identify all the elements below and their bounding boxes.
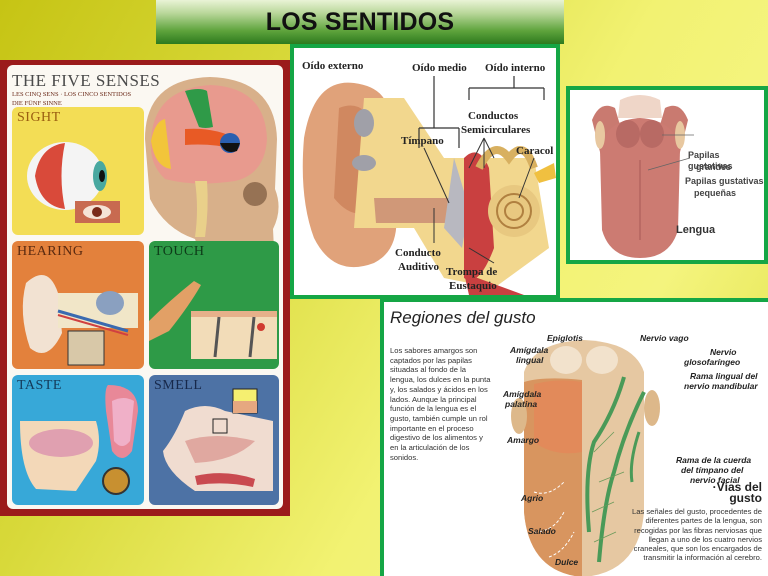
panel-hearing: HEARING (12, 241, 144, 369)
poster-subtitle-2: DIE FÜNF SINNE (12, 100, 62, 107)
tongue-regions-illustration (511, 340, 660, 576)
label-chorda-2: del tímpano del (681, 465, 744, 475)
taste-regions-description: Los sabores amargos son captados por las… (390, 346, 491, 462)
taste-regions-title: Regiones del gusto (390, 308, 536, 327)
label-inner-ear: Oído interno (485, 62, 546, 74)
panel-smell: SMELL (149, 375, 279, 505)
label-mandibular-1: Rama lingual del (690, 371, 758, 381)
ear-anatomy-illustration (302, 76, 556, 295)
brain-skull-illustration (145, 77, 279, 292)
label-epiglottis: Epiglotis (547, 333, 583, 343)
panel-hearing-label: HEARING (17, 244, 84, 259)
label-palatine-tonsil-1: Amígdala (503, 389, 542, 399)
panel-touch-label: TOUCH (154, 244, 205, 259)
label-large-papillae-2: grandes (696, 162, 732, 172)
panel-taste: TASTE (12, 375, 144, 505)
label-outer-ear: Oído externo (302, 60, 364, 72)
label-middle-ear: Oído medio (412, 62, 467, 74)
nose-illustration (163, 388, 273, 491)
label-semicircular-2: Semicirculares (461, 124, 531, 136)
panel-sight-label: SIGHT (17, 110, 61, 125)
label-eustachian-2: Eustaquio (449, 280, 497, 292)
slide-title: LOS SENTIDOS (265, 7, 455, 36)
label-lingual-tonsil-1: Amígdala (510, 345, 549, 355)
label-lingual-tonsil-2: lingual (516, 355, 544, 365)
label-bitter: Amargo (507, 435, 540, 445)
label-large-papillae-1: Papilas gustativas (688, 150, 733, 171)
taste-pathways-text: Las señales del gusto, procedentes de di… (631, 507, 762, 563)
panel-touch: TOUCH (149, 241, 279, 369)
panel-taste-label: TASTE (17, 378, 62, 393)
label-tongue: Lengua (676, 224, 716, 236)
ear-diagram-panel: Oído externo Oído medio Oído interno Con… (290, 44, 560, 299)
label-mandibular-2: nervio mandibular (684, 381, 758, 391)
taste-regions-panel: Regiones del gusto Los sabores amargos s… (380, 298, 768, 576)
taste-pathways-title: ·Vías del gusto (712, 480, 762, 506)
poster-title: THE FIVE SENSES (12, 71, 161, 90)
skin-illustration (149, 281, 277, 359)
label-cochlea: Caracol (516, 145, 554, 157)
label-sour: Agrio (521, 493, 544, 503)
label-small-papillae-1: Papilas gustativas (685, 176, 764, 186)
panel-smell-label: SMELL (154, 378, 203, 393)
tongue-diagram-panel: Papilas gustativas grandes Papilas gusta… (566, 86, 768, 264)
poster-subtitle-1: LES CINQ SENS · LOS CINCO SENTIDOS (12, 91, 132, 98)
panel-sight: SIGHT (12, 107, 144, 235)
label-vagus-nerve: Nervio vago (640, 333, 689, 343)
slide-title-bar: LOS SENTIDOS (156, 0, 564, 44)
label-canal-1: Conducto (395, 247, 441, 259)
tongue-illustration (592, 95, 694, 258)
label-salty: Salado (528, 526, 556, 536)
label-small-papillae-2: pequeñas (694, 188, 737, 198)
label-chorda-3: nervio facial (690, 475, 740, 485)
eye-illustration (27, 142, 120, 223)
label-sweet: Dulce (555, 557, 579, 567)
taste-pathways-title-1: ·Vías del (712, 480, 762, 494)
poster-inner: THE FIVE SENSES LES CINQ SENS · LOS CINC… (7, 65, 283, 509)
label-chorda-1: Rama de la cuerda (676, 455, 752, 465)
label-glosso-1: Nervio (710, 347, 737, 357)
five-senses-poster: THE FIVE SENSES LES CINQ SENS · LOS CINC… (0, 60, 290, 516)
taste-pathways-title-2: gusto (729, 491, 762, 506)
label-semicircular-1: Conductos (468, 110, 519, 122)
label-canal-2: Auditivo (398, 261, 439, 273)
label-eardrum: Tímpano (401, 135, 444, 147)
label-palatine-tonsil-2: palatina (505, 399, 538, 409)
ear-small-illustration (22, 275, 138, 366)
label-glosso-2: glosofaríngeo (684, 357, 741, 367)
mouth-tongue-illustration (20, 385, 138, 495)
label-eustachian-1: Trompa de (446, 266, 498, 278)
